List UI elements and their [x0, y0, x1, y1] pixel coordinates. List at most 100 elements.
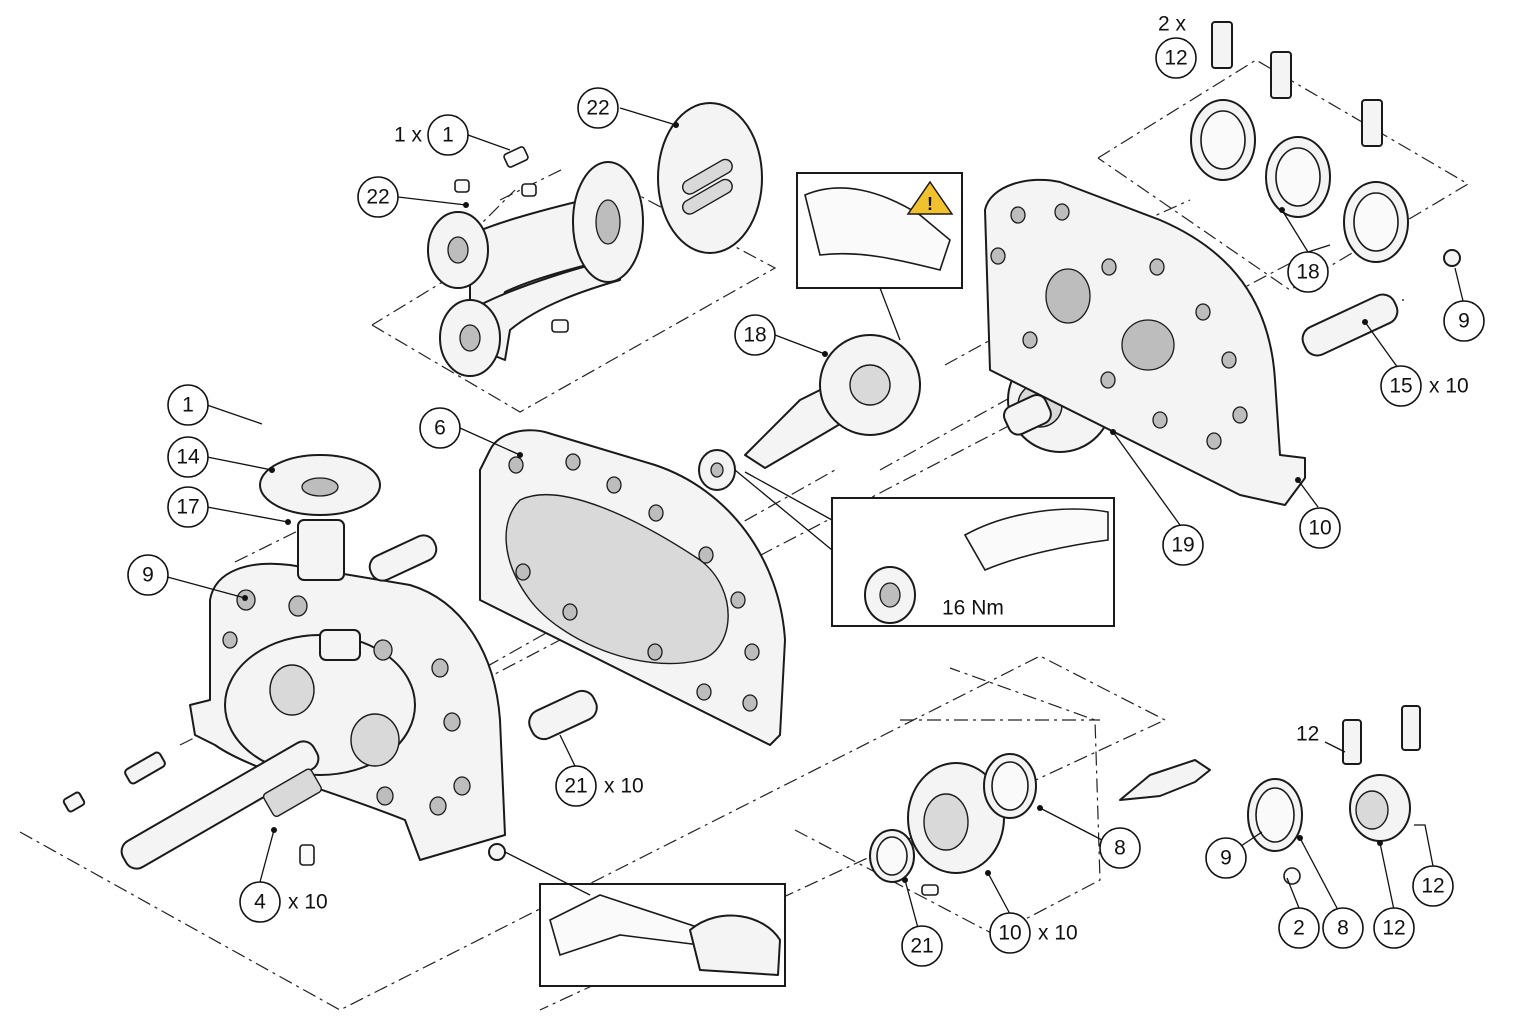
callout-circle — [167, 486, 209, 528]
inset-warning-detail: ! — [796, 172, 963, 341]
plain-label-12: 12 — [1296, 723, 1319, 746]
callout-number: 18 — [743, 324, 766, 347]
callout-c17: 17 — [167, 486, 209, 528]
callout-quantity-prefix: 1 x — [394, 124, 423, 147]
end-plate-holes — [990, 203, 1248, 450]
callout-circle — [1287, 251, 1329, 293]
callout-number: 21 — [564, 775, 587, 798]
callout-circle — [1443, 300, 1485, 342]
gasket-plate — [479, 429, 786, 746]
inset-torque-detail: 16 Nm — [734, 469, 1115, 627]
callout-c10-right: 10 — [1299, 507, 1341, 549]
callout-number: 14 — [176, 446, 200, 469]
callout-circle — [901, 925, 943, 967]
callout-c12-br: 12 — [1373, 907, 1415, 949]
callout-circle — [167, 436, 209, 478]
manifold-part — [427, 102, 763, 377]
callout-c18-mid: 18 — [734, 314, 776, 356]
bearing-group-bottom-right — [1247, 705, 1421, 885]
callout-quantity-suffix: x 10 — [1038, 922, 1078, 945]
callout-quantity-suffix: x 10 — [604, 775, 644, 798]
callout-c19: 19 — [1162, 524, 1204, 566]
callout-number: 10 — [1308, 517, 1331, 540]
callout-number: 22 — [366, 186, 389, 209]
callout-c12-far: 12 — [1412, 865, 1454, 907]
callout-circle — [989, 912, 1031, 954]
callout-number: 18 — [1296, 261, 1319, 284]
callout-c12-top: 122 x — [1155, 13, 1197, 79]
callout-quantity-prefix: 2 x — [1158, 13, 1187, 36]
callout-number: 4 — [254, 891, 266, 914]
callout-circle — [167, 384, 209, 426]
warning-triangle-icon: ! — [906, 180, 954, 215]
gasket-holes — [508, 453, 760, 712]
callout-number: 1 — [442, 124, 454, 147]
callout-c9-br: 9 — [1205, 837, 1247, 879]
callout-number: 17 — [176, 496, 199, 519]
callout-circle — [734, 314, 776, 356]
callout-circle — [239, 881, 281, 923]
callout-circle — [1380, 365, 1422, 407]
callout-c8-br: 8 — [1322, 907, 1364, 949]
callout-number: 1 — [182, 394, 194, 417]
callout-number: 12 — [1164, 47, 1187, 70]
callout-circle — [1162, 524, 1204, 566]
callout-number: 8 — [1337, 917, 1349, 940]
callout-circle — [577, 87, 619, 129]
callout-quantity-suffix: x 10 — [288, 891, 328, 914]
callout-number: 9 — [1458, 310, 1470, 333]
stud-bolts-left — [62, 740, 322, 870]
callout-c22-left: 22 — [357, 176, 399, 218]
callout-c2: 2 — [1278, 907, 1320, 949]
callout-circle — [357, 176, 399, 218]
callout-c9-right: 9 — [1443, 300, 1485, 342]
callout-leaders — [159, 107, 1464, 929]
callout-c6: 6 — [419, 407, 461, 449]
inset-wrench-detail — [504, 851, 786, 987]
callout-number: 21 — [910, 935, 933, 958]
callout-number: 9 — [1220, 847, 1232, 870]
seal-rings-top-right — [1190, 21, 1461, 267]
callout-circle — [1205, 837, 1247, 879]
callout-c1-top: 1 1 x — [394, 114, 469, 156]
callout-circle — [1099, 827, 1141, 869]
seal-group-bottom — [869, 753, 1211, 896]
callout-number: 12 — [1421, 875, 1444, 898]
drive-gear-shaft — [698, 334, 921, 491]
callout-number: 8 — [1114, 837, 1126, 860]
callout-circle — [555, 765, 597, 807]
callout-circle — [419, 407, 461, 449]
callout-circle — [1278, 907, 1320, 949]
callout-circle — [1412, 865, 1454, 907]
callout-quantity-suffix: x 10 — [1429, 375, 1469, 398]
callout-c15: 15 x 10 — [1380, 365, 1469, 407]
callout-circle — [127, 554, 169, 596]
callout-c18-right: 18 — [1287, 251, 1329, 293]
callout-c8-mid: 8 — [1099, 827, 1141, 869]
callout-number: 2 — [1293, 917, 1305, 940]
end-plate-right — [984, 178, 1306, 506]
callout-circle — [1322, 907, 1364, 949]
callout-number: 10 — [998, 922, 1021, 945]
callout-c21-mid: 21 x 10 — [555, 765, 644, 807]
callout-number: 12 — [1382, 917, 1405, 940]
callout-c14: 14 — [167, 436, 209, 478]
callout-c21-bottom: 21 — [901, 925, 943, 967]
callout-circle — [1155, 37, 1197, 79]
callout-number: 9 — [142, 564, 154, 587]
warning-symbol: ! — [927, 194, 933, 214]
callout-number: 22 — [586, 97, 609, 120]
housing-holes — [222, 589, 471, 816]
callout-number: 6 — [434, 417, 446, 440]
dowel-pins — [368, 534, 598, 741]
callout-circle — [1299, 507, 1341, 549]
callout-c22-top: 22 — [577, 87, 619, 129]
callout-circle — [1373, 907, 1415, 949]
callout-number: 19 — [1171, 534, 1194, 557]
torque-note: 16 Nm — [942, 597, 1004, 620]
pump-housing-left — [189, 454, 506, 861]
callout-number: 15 — [1389, 375, 1412, 398]
stud-bolt-right — [1301, 293, 1399, 357]
